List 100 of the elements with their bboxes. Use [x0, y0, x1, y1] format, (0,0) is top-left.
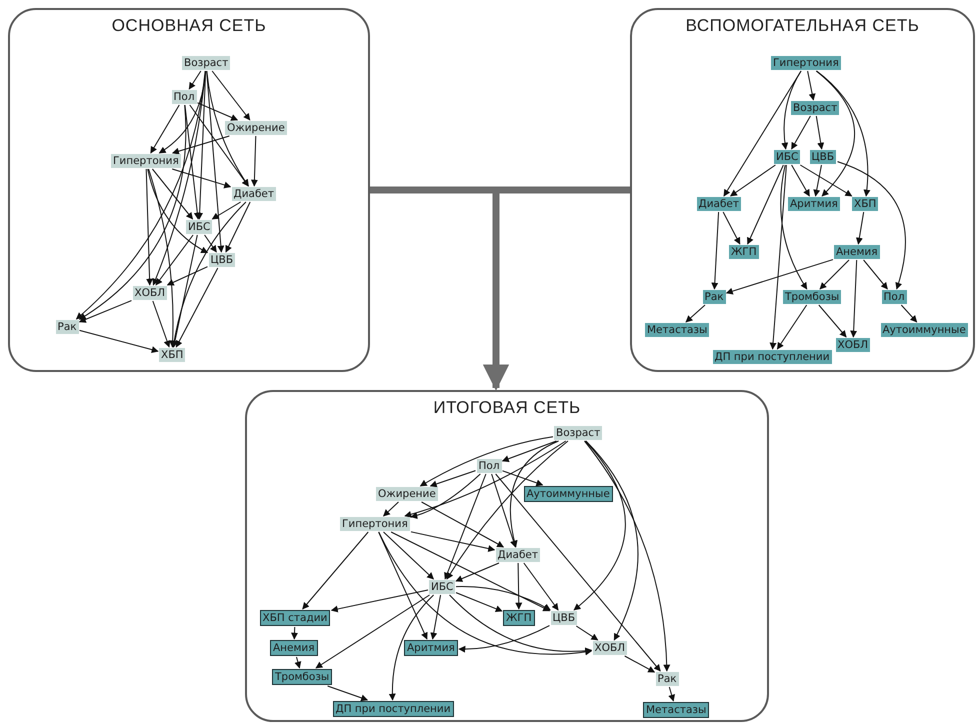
variable-box: ХОБЛ — [592, 641, 628, 655]
arrow — [197, 102, 238, 121]
network-panel — [8, 8, 370, 372]
variable-box: Гипертония — [340, 517, 410, 531]
variable-box: Пол — [172, 90, 197, 104]
variable-box: ИБС — [186, 220, 212, 234]
arrow — [206, 70, 249, 187]
variable-box: ЦВБ — [550, 611, 578, 625]
arrow — [78, 300, 132, 323]
network-panel — [630, 8, 975, 372]
arrow — [584, 440, 670, 672]
arrow — [176, 268, 218, 348]
variable-box: Анемия — [270, 640, 318, 656]
variable-box: Возраст — [182, 56, 230, 70]
arrow — [495, 474, 661, 672]
variable-box: Пол — [476, 459, 502, 473]
arrow — [172, 234, 198, 348]
variable-box: Пол — [882, 290, 907, 304]
arrow — [294, 656, 302, 669]
arrow — [863, 260, 888, 290]
arrow — [291, 626, 298, 640]
arrow — [444, 474, 486, 580]
variable-box: Рак — [656, 672, 679, 686]
variable-box: Аутоиммунные — [880, 323, 968, 337]
arrow — [776, 304, 808, 350]
variable-box: ДП при поступлении — [712, 350, 832, 364]
arrow — [816, 116, 824, 150]
arrow — [378, 532, 592, 656]
variable-box: ЦВБ — [810, 150, 836, 164]
variable-box: Метастазы — [645, 323, 710, 337]
variable-box: Ожирение — [376, 487, 438, 501]
arrow — [189, 104, 249, 187]
arrow — [212, 202, 242, 220]
variable-box: Тромбозы — [272, 669, 332, 685]
variable-box: ИБС — [429, 580, 456, 594]
arrow — [816, 70, 855, 197]
arrow — [155, 234, 194, 286]
arrow — [458, 625, 550, 653]
arrow — [837, 161, 906, 290]
variable-box: Анемия — [834, 245, 880, 259]
variable-box: ИБС — [774, 150, 800, 164]
arrow — [225, 202, 251, 253]
variable-box: Диабет — [232, 187, 276, 201]
arrow — [327, 686, 368, 702]
arrow — [315, 594, 430, 668]
variable-box: Аутоиммунные — [524, 486, 613, 502]
arrow — [668, 686, 675, 702]
variable-box: ХОБЛ — [836, 338, 870, 352]
variable-box: Рак — [56, 320, 79, 334]
arrow — [146, 168, 154, 286]
variable-box: Гипертония — [771, 56, 841, 70]
arrow — [510, 440, 560, 548]
arrow — [723, 70, 802, 197]
arrow — [147, 168, 208, 254]
arrow — [421, 502, 504, 548]
arrow — [800, 164, 852, 196]
arrow — [747, 164, 784, 245]
arrow — [850, 260, 858, 338]
arrow — [685, 304, 706, 322]
arrow — [856, 212, 864, 245]
arrow — [79, 330, 159, 354]
arrow — [390, 532, 550, 612]
arrow — [780, 164, 808, 290]
network-panel — [245, 390, 769, 722]
arrow — [446, 440, 568, 580]
arrow — [383, 502, 399, 516]
arrow — [515, 562, 522, 610]
arrow — [166, 266, 208, 286]
variable-box: Аритмия — [788, 197, 840, 211]
arrow — [196, 70, 206, 220]
arrow — [204, 234, 217, 253]
arrow — [791, 164, 810, 197]
variable-box: ЖГП — [729, 245, 759, 259]
variable-box: Диабет — [496, 548, 540, 562]
arrow — [410, 531, 496, 552]
arrow — [770, 164, 787, 350]
arrow — [523, 562, 559, 611]
arrow — [330, 589, 428, 612]
arrow — [430, 470, 476, 488]
arrow — [820, 260, 850, 290]
variable-box: Диабет — [696, 197, 742, 211]
arrow — [456, 592, 503, 612]
arrow — [404, 440, 566, 518]
arrow — [818, 304, 847, 338]
variable-box: Возраст — [554, 426, 602, 440]
variable-box: Тромбозы — [783, 290, 842, 304]
variable-box: ХБП — [159, 348, 186, 362]
arrow — [250, 136, 258, 187]
arrow — [502, 440, 557, 462]
variable-box: Рак — [702, 290, 726, 304]
arrow — [791, 116, 811, 150]
arrow — [212, 70, 250, 121]
arrow — [170, 202, 246, 348]
arrow — [152, 168, 194, 220]
variable-box: Ожирение — [225, 121, 287, 135]
variable-box: Аритмия — [404, 640, 458, 656]
arrow — [449, 594, 592, 654]
arrow — [813, 164, 822, 197]
variable-box: ЦВБ — [208, 253, 236, 267]
variable-box: ХОБЛ — [132, 286, 168, 300]
